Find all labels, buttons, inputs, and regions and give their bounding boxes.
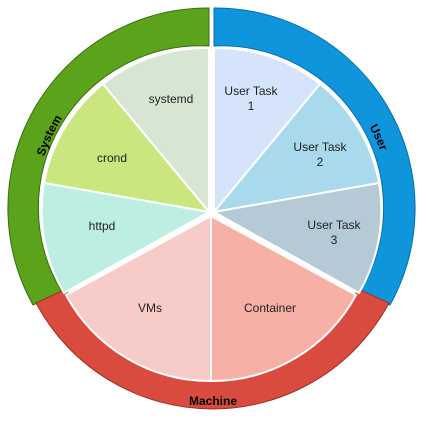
- slice-label-container: Container: [244, 301, 296, 315]
- slice-crond: [42, 82, 212, 214]
- slices-group: [40, 46, 383, 383]
- slice-label-user-task-2-line2: 2: [317, 155, 324, 169]
- slice-label-vms: VMs: [138, 301, 162, 315]
- slice-user-task-3: [211, 181, 383, 295]
- ring-label-machine: Machine: [189, 394, 237, 408]
- slice-label-user-task-3-line1: User Task: [307, 218, 361, 232]
- slice-label-user-task-2-line1: User Task: [293, 140, 347, 154]
- slice-httpd: [40, 181, 212, 295]
- user-ring: [213, 7, 416, 306]
- slice-label-httpd: httpd: [89, 219, 116, 233]
- slice-container: [210, 214, 358, 383]
- system-ring: [7, 7, 210, 306]
- slice-label-systemd: systemd: [149, 92, 194, 106]
- slice-user-task-1: [213, 46, 322, 215]
- slice-label-user-task-1-line2: 1: [248, 99, 255, 113]
- slice-label-crond: crond: [97, 151, 127, 165]
- slice-systemd: [101, 46, 210, 215]
- slice-vms: [64, 214, 212, 383]
- slice-label-user-task-1-line1: User Task: [224, 84, 278, 98]
- slice-label-user-task-3-line2: 3: [331, 233, 338, 247]
- slice-labels-group: systemd crond httpd User Task 1 User Tas…: [89, 84, 362, 315]
- slice-user-task-2: [211, 82, 381, 214]
